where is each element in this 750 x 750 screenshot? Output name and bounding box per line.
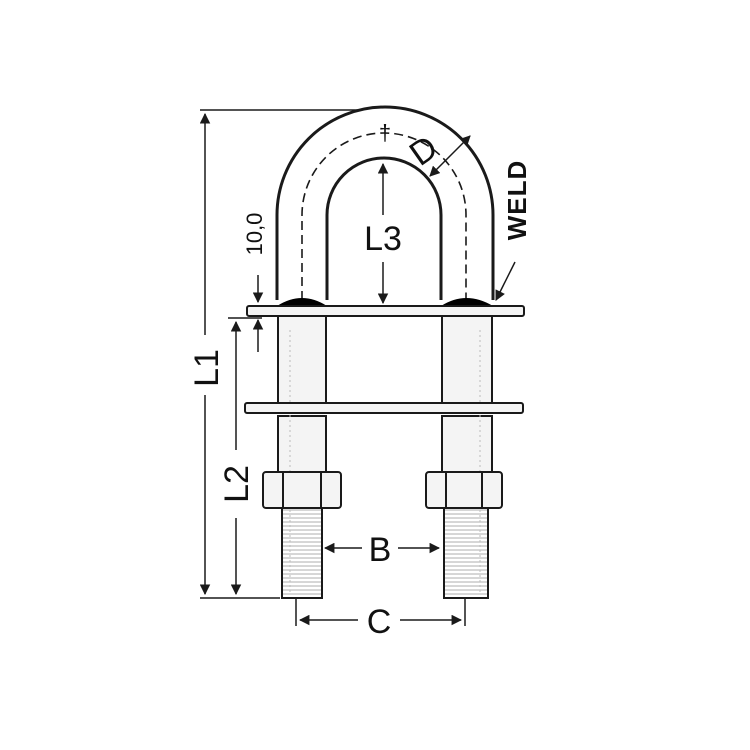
weld-bead-right <box>441 298 493 306</box>
lower-plate <box>244 402 524 414</box>
weld-beads <box>277 298 493 306</box>
label-l1: L1 <box>188 349 226 387</box>
d-dim <box>429 135 471 177</box>
center-mark: † <box>379 120 391 145</box>
nut-right <box>425 471 503 509</box>
top-plate <box>246 305 525 317</box>
right-leg <box>441 315 493 599</box>
left-leg <box>277 315 327 599</box>
u-bend-outer <box>275 105 495 300</box>
u-bend <box>275 105 495 300</box>
label-ten: 10,0 <box>242 213 267 256</box>
nuts <box>262 471 503 509</box>
nut-left <box>262 471 342 509</box>
weld-leader <box>495 261 516 301</box>
dimension-labels: L1 L2 10,0 L3 B C D WELD <box>188 128 532 641</box>
weld-bead-left <box>277 298 327 306</box>
label-weld: WELD <box>502 160 532 241</box>
label-c: C <box>367 603 392 641</box>
u-bend-centerline <box>301 132 467 300</box>
label-l3: L3 <box>364 220 402 258</box>
dimension-lines <box>199 109 516 626</box>
label-b: B <box>369 531 392 569</box>
u-bend-inner <box>325 156 443 300</box>
label-l2: L2 <box>218 465 256 503</box>
